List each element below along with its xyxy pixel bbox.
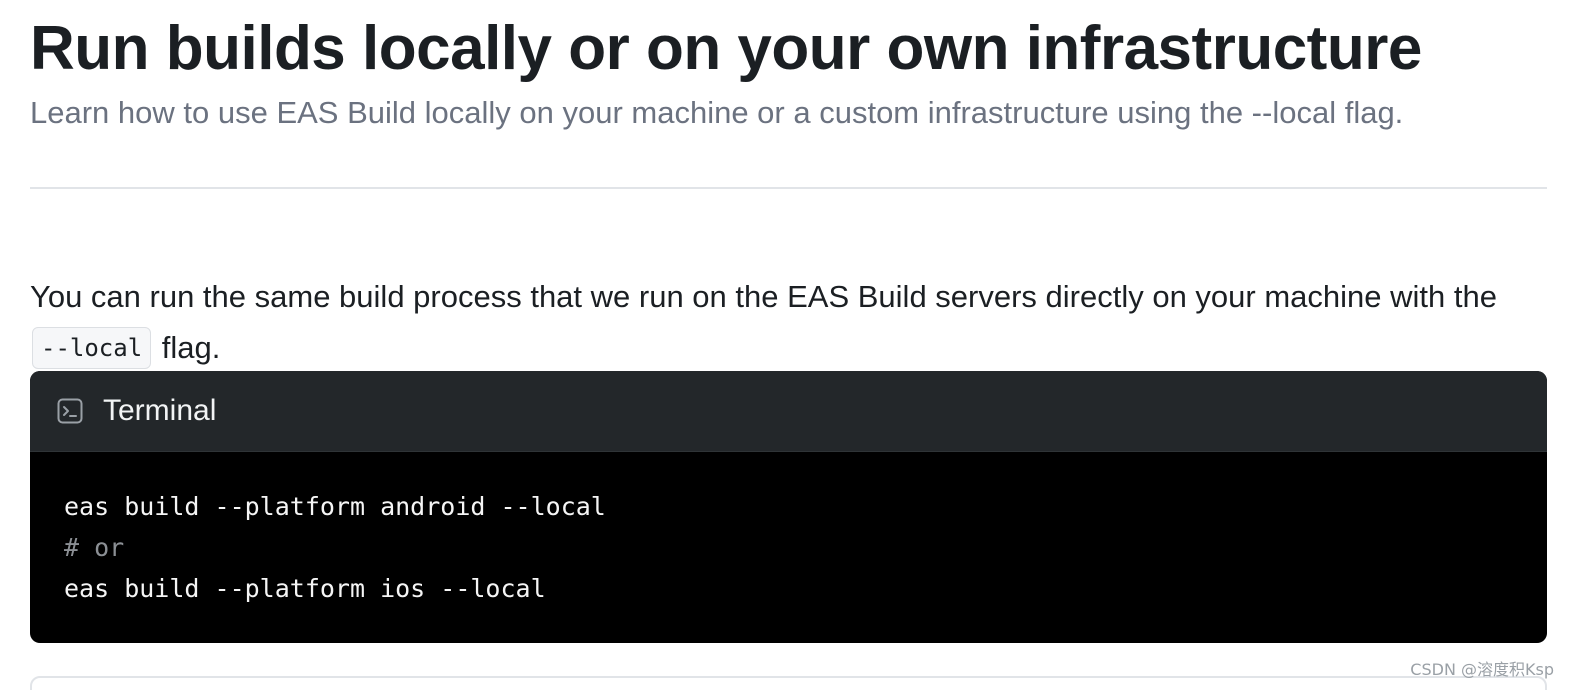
terminal-icon	[57, 398, 83, 424]
code-comment-or: # or	[64, 533, 125, 562]
header-divider	[30, 187, 1547, 189]
intro-text-after: flag.	[153, 330, 221, 365]
page-subtitle: Learn how to use EAS Build locally on yo…	[30, 95, 1404, 130]
page-title: Run builds locally or on your own infras…	[30, 14, 1422, 83]
terminal-header: Terminal	[30, 371, 1547, 452]
watermark: CSDN @溶度积Ksp	[1410, 660, 1554, 679]
inline-code-local-flag: --local	[32, 327, 152, 369]
code-line-android: eas build --platform android --local	[64, 492, 606, 521]
terminal-body[interactable]: eas build --platform android --local # o…	[30, 452, 1547, 609]
code-line-ios: eas build --platform ios --local	[64, 574, 546, 603]
terminal-title: Terminal	[103, 394, 217, 427]
next-content-block	[30, 676, 1547, 690]
intro-paragraph: You can run the same build process that …	[30, 271, 1560, 373]
terminal-code-block: Terminal eas build --platform android --…	[30, 371, 1547, 643]
intro-text-before: You can run the same build process that …	[30, 279, 1497, 314]
